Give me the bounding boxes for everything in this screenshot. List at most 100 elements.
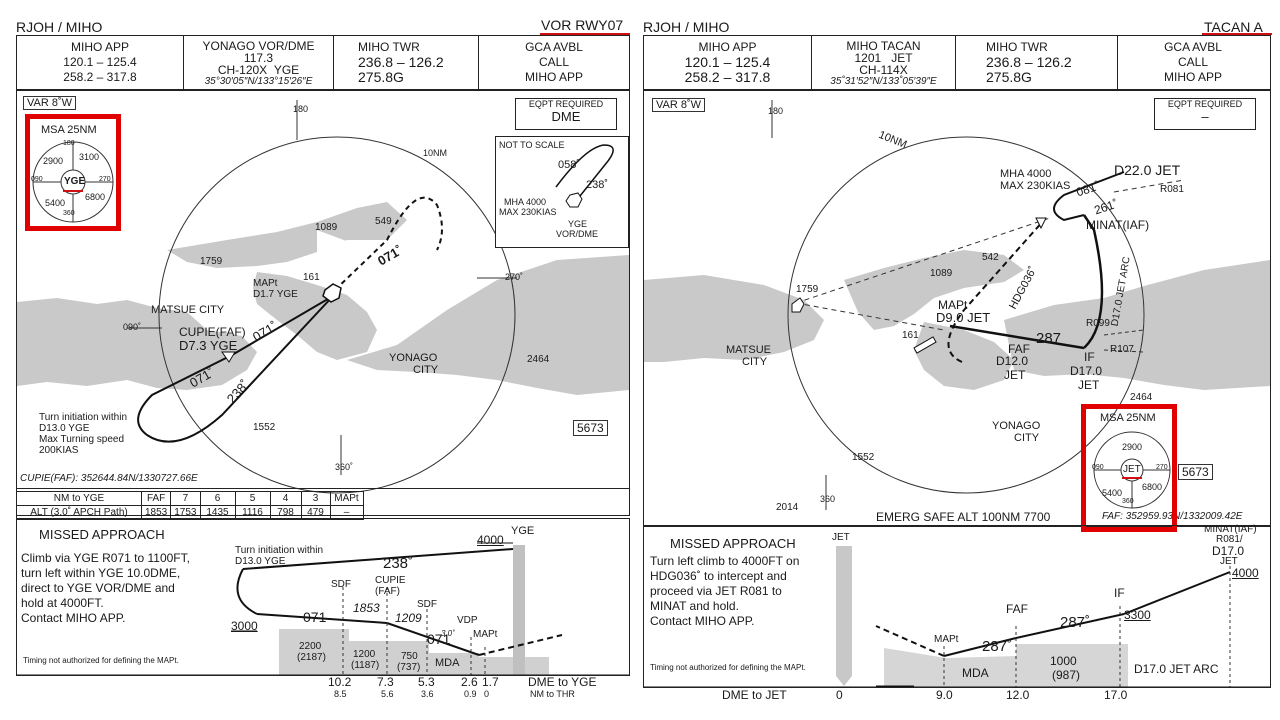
right-nav-channel: CH-114X <box>859 63 908 77</box>
left-prof-faf: (FAF) <box>375 586 400 597</box>
right-mapt-dme: D9.0 JET <box>936 310 991 325</box>
left-nav-channel: CH-120X <box>217 63 268 77</box>
left-prof-sdf-2: SDF <box>417 599 437 610</box>
right-twr-label: MIHO TWR <box>986 40 1048 54</box>
right-prof-minat-4: JET <box>1220 556 1238 567</box>
left-prof-turn-2: D13.0 YGE <box>235 556 286 567</box>
left-prof-mapt: MAPt <box>473 629 498 640</box>
right-airport-title: RJOH / MIHO <box>643 19 730 35</box>
left-msa-b090: 090 <box>31 176 43 183</box>
right-r081: R081 <box>1160 184 1184 195</box>
left-cupie-label: CUPIE(FAF) <box>179 325 246 339</box>
left-land-west <box>17 298 257 390</box>
left-turn-note-4: 200KIAS <box>39 445 79 456</box>
left-app-cell: MIHO APP 120.1 – 125.4 258.2 – 317.8 <box>17 36 184 90</box>
right-dme-17: 17.0 <box>1104 688 1128 702</box>
left-land-peninsula <box>167 202 407 268</box>
left-inset-mha: MHA 4000 <box>504 197 547 207</box>
right-max-elev: 5673 <box>1178 464 1213 480</box>
left-inset-svg <box>555 144 614 208</box>
left-nav-freq: 117.3 <box>243 51 274 65</box>
right-prof-arc: D17.0 JET ARC <box>1134 662 1219 676</box>
left-land-east <box>347 255 629 395</box>
left-inset-course-2: 238˚ <box>586 179 609 191</box>
left-turn-note-2: D13.0 YGE <box>39 423 90 434</box>
right-prof-mapt: MAPt <box>934 634 959 645</box>
right-twr-freq-2: 275.8G <box>986 69 1032 85</box>
left-frequency-header: MIHO APP 120.1 – 125.4 258.2 – 317.8 YON… <box>16 35 630 91</box>
right-elev-2014: 2014 <box>776 502 799 513</box>
left-cupie-dme: D7.3 YGE <box>179 338 238 353</box>
right-msa-b270: 270 <box>1156 464 1168 471</box>
left-prof-mda: MDA <box>435 657 460 669</box>
left-gca-3: MIHO APP <box>524 70 583 84</box>
left-prof-4000: 4000 <box>477 533 504 547</box>
left-msa-sector-3: 6800 <box>85 192 106 202</box>
right-profile-view: MISSED APPROACH Turn left climb to 4000F… <box>643 524 1271 688</box>
right-app-cell: MIHO APP 120.1 – 125.4 258.2 – 317.8 <box>644 36 812 90</box>
left-dme-1-7: 1.7 <box>482 675 499 689</box>
left-msa-b360: 360 <box>63 210 75 217</box>
right-nav-coord: 35˚31′52″N/133˚05′39″E <box>830 76 937 87</box>
left-prof-gp: 3.0˚ <box>441 629 455 638</box>
left-alt-table: NM to YGE FAF 7 6 5 4 3 MAPt ALT (3.0˚ A… <box>16 491 364 520</box>
right-prof-if: IF <box>1114 586 1125 600</box>
left-elev-1089: 1089 <box>315 222 338 233</box>
right-d22: D22.0 JET <box>1114 162 1181 178</box>
left-eqpt-box: EQPT REQUIRED DME <box>515 98 617 130</box>
right-yonago-1: YONAGO <box>992 420 1041 432</box>
right-prof-3300: 3300 <box>1124 608 1151 622</box>
left-prof-msa-2: 1200 <box>353 649 376 660</box>
left-gca-2: CALL <box>538 55 570 69</box>
right-chart-name: TACAN A <box>1204 19 1263 35</box>
left-msa-sector-4: 5400 <box>45 198 66 208</box>
left-thr-0: 0 <box>484 689 490 699</box>
right-chart-name-underline <box>1202 33 1272 35</box>
left-missed-path <box>334 196 443 291</box>
left-twr-freq-1: 236.8 – 126.2 <box>358 54 444 70</box>
left-msa-highlight <box>25 114 121 231</box>
left-prof-1853: 1853 <box>353 601 380 615</box>
right-msa-title: MSA 25NM <box>1100 412 1156 424</box>
alt-cell: 7 <box>170 491 201 506</box>
right-eqpt-box: EQPT REQUIRED – <box>1154 98 1256 130</box>
left-prof-yge: YGE <box>511 525 535 537</box>
left-profile-svg <box>17 542 629 675</box>
left-mapt-dme: D1.7 YGE <box>253 289 298 300</box>
right-dme-0: 0 <box>836 688 843 702</box>
right-course-287: 287 <box>1036 330 1062 347</box>
left-profile-view: MISSED APPROACH Climb via YGE R071 to 11… <box>16 518 630 676</box>
right-r099: R099 <box>1086 318 1110 329</box>
left-cupie-coord: CUPIE(FAF): 352644.84N/1330727.66E <box>20 473 198 484</box>
right-dme-12: 12.0 <box>1006 688 1030 702</box>
right-eqpt-value: – <box>1201 109 1209 124</box>
left-msa-b270: 270 <box>99 176 111 183</box>
left-thr-8-5: 8.5 <box>334 689 347 699</box>
left-prof-turn-1: Turn initiation within <box>235 545 324 556</box>
left-turn-note-1: Turn initiation within <box>39 412 128 423</box>
right-msa-sector-1: 2900 <box>1122 442 1143 452</box>
right-max-speed: MAX 230KIAS <box>1000 180 1071 192</box>
left-inset-fix-1: YGE <box>568 219 588 229</box>
right-faf-jet: JET <box>1004 368 1026 382</box>
right-if-jet: JET <box>1078 378 1100 392</box>
right-yonago-2: CITY <box>1014 432 1040 444</box>
left-mapt-label: MAPt <box>253 278 278 289</box>
right-faf-dme: D12.0 <box>996 354 1029 368</box>
left-max-elev: 5673 <box>573 420 608 436</box>
right-prof-minat-1: MINAT(IAF) <box>1204 524 1257 535</box>
right-dme-9: 9.0 <box>936 688 953 702</box>
left-nav-ident: YGE <box>273 63 300 77</box>
left-inset-title: NOT TO SCALE <box>499 140 565 150</box>
left-msa-sector-2: 3100 <box>79 152 100 162</box>
right-prof-287-b: 287˚ <box>982 638 1013 655</box>
alt-cell: – <box>329 505 364 520</box>
alt-cell: 4 <box>269 491 302 506</box>
left-msa-b180: 180 <box>63 140 75 147</box>
left-prof-cupie: CUPIE <box>375 575 406 586</box>
left-elev-2464: 2464 <box>527 354 550 365</box>
right-prof-msa-1: 1000 <box>1050 654 1077 668</box>
right-plan-view: VAR 8˚W EQPT REQUIRED – 180 10NM MHA 400… <box>643 89 1271 527</box>
left-nav-cell: YONAGO VOR/DME 117.3 CH-120X YGE 35°30′0… <box>184 36 334 90</box>
left-label-090: 090˚ <box>123 322 142 332</box>
